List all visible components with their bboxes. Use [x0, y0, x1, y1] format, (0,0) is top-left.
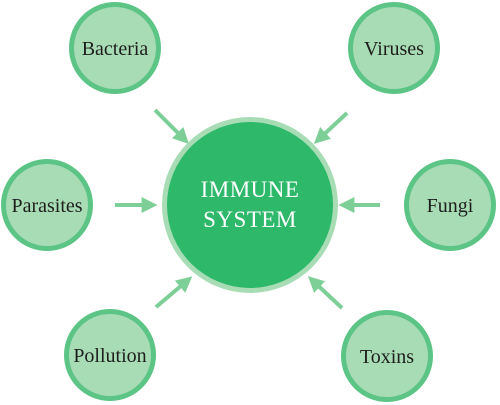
center-node-core — [167, 122, 333, 288]
node-label-fungi: Fungi — [427, 195, 474, 217]
node-parasites-fill — [6, 164, 88, 246]
center-node: IMMUNE SYSTEM — [162, 117, 338, 293]
arrow-pollution — [154, 276, 193, 309]
arrow-toxins — [307, 276, 344, 310]
center-label-line2: SYSTEM — [203, 207, 297, 232]
arrow-viruses — [313, 111, 349, 144]
node-label-pollution: Pollution — [73, 345, 146, 367]
node-toxins: Toxins — [341, 310, 433, 402]
node-viruses: Viruses — [348, 2, 440, 94]
node-fungi-fill — [409, 164, 491, 246]
center-label-line1: IMMUNE — [201, 177, 300, 202]
node-bacteria-fill — [74, 7, 156, 89]
node-viruses-fill — [353, 7, 435, 89]
node-fungi: Fungi — [404, 159, 496, 251]
arrow-group — [115, 108, 380, 310]
node-label-toxins: Toxins — [360, 346, 414, 368]
node-pollution-fill — [69, 314, 151, 396]
node-parasites: Parasites — [1, 159, 93, 251]
node-toxins-fill — [346, 315, 428, 397]
node-bacteria: Bacteria — [69, 2, 161, 94]
node-label-parasites: Parasites — [11, 195, 82, 217]
node-label-viruses: Viruses — [364, 38, 424, 60]
node-pollution: Pollution — [64, 309, 156, 401]
node-label-bacteria: Bacteria — [82, 38, 149, 60]
arrow-bacteria — [153, 108, 189, 144]
